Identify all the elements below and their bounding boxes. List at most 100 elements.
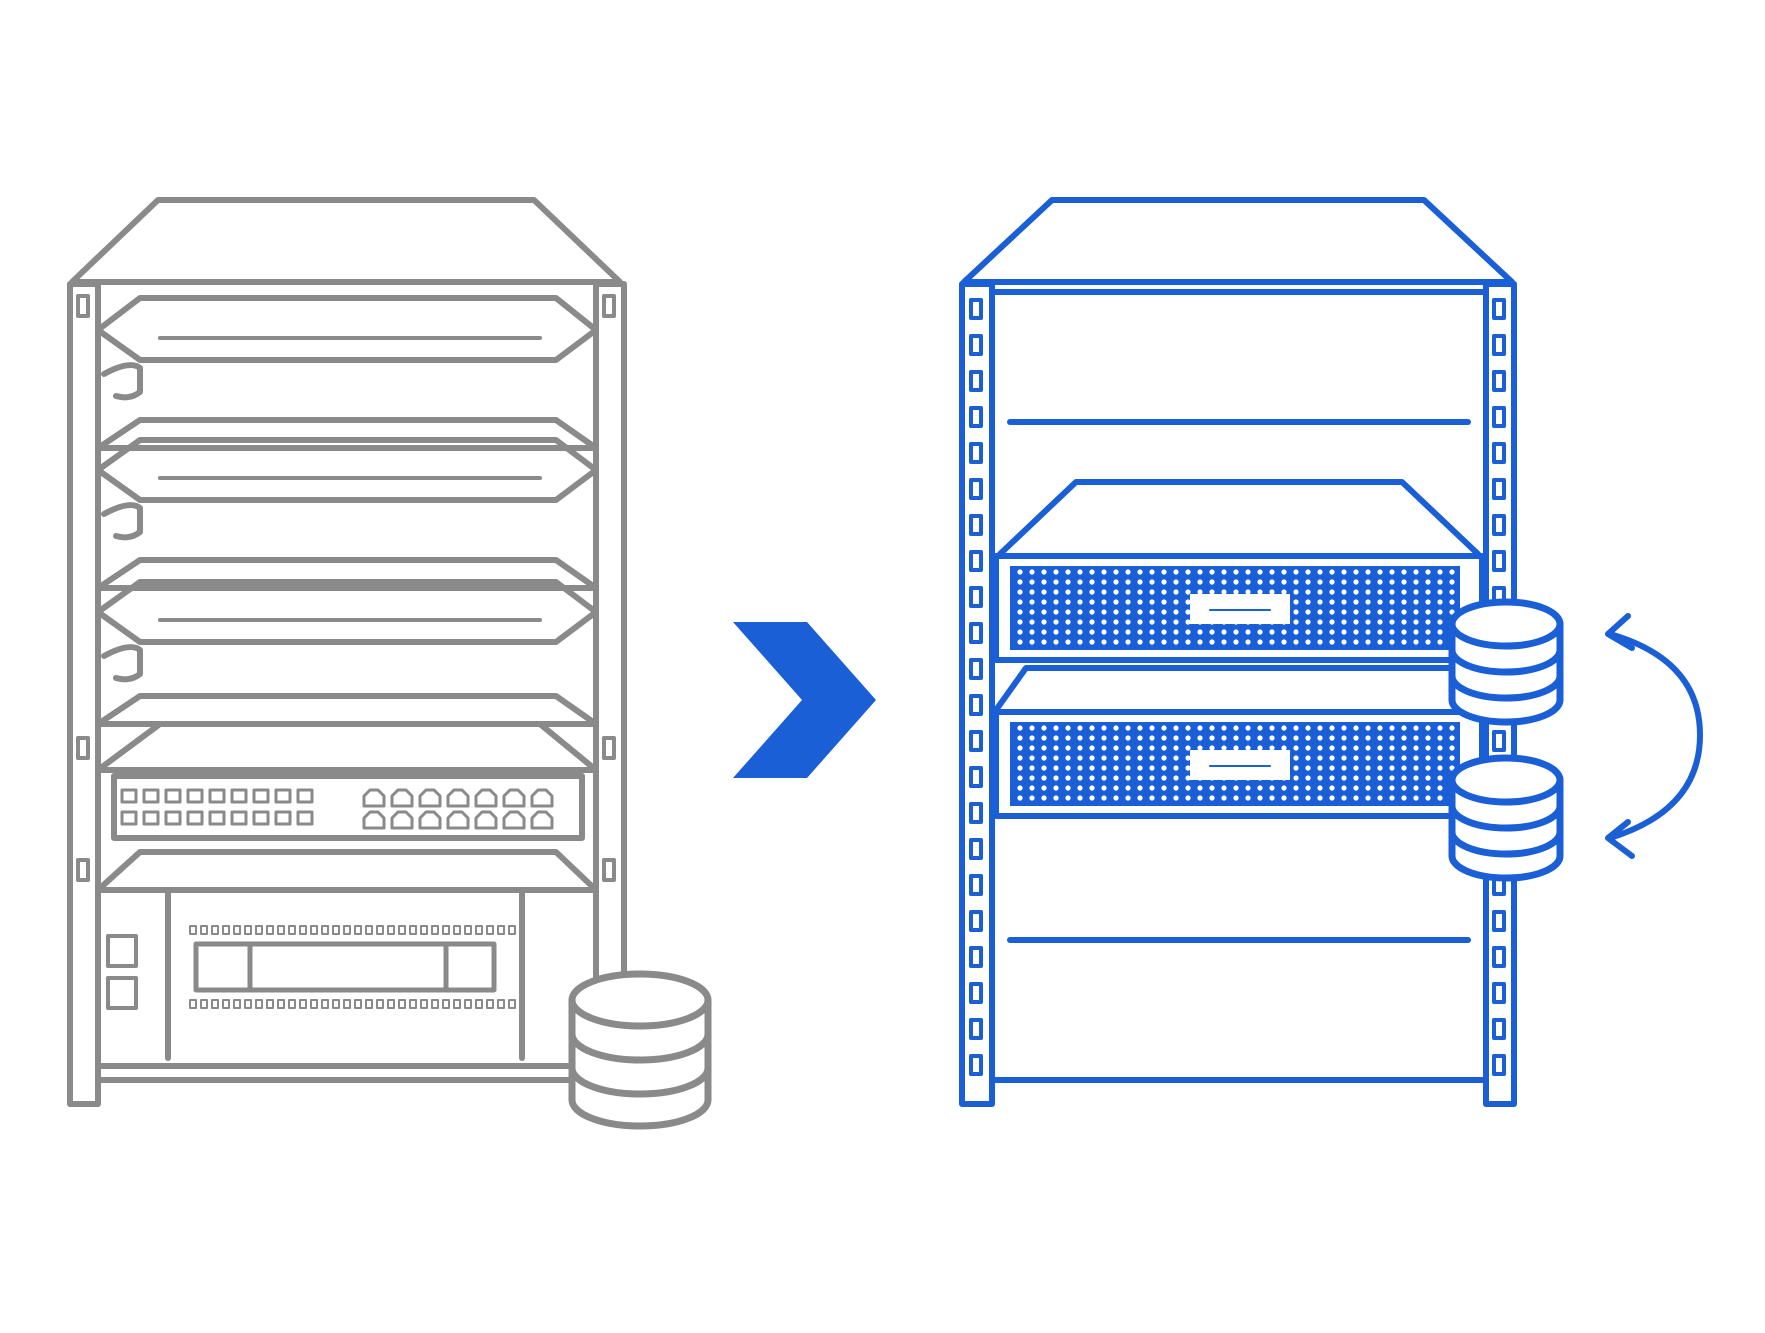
texture-dot: [1053, 639, 1059, 645]
texture-dot: [1125, 589, 1131, 595]
texture-dot: [1401, 735, 1407, 741]
texture-dot: [1113, 619, 1119, 625]
texture-dot: [1269, 579, 1275, 585]
texture-dot: [1125, 599, 1131, 605]
texture-dot: [1389, 629, 1395, 635]
texture-dot: [1221, 579, 1227, 585]
texture-dot: [1161, 745, 1167, 751]
texture-dot: [1269, 725, 1275, 731]
texture-dot: [1281, 639, 1287, 645]
texture-dot: [1029, 725, 1035, 731]
texture-dot: [1041, 785, 1047, 791]
texture-dot: [1209, 589, 1215, 595]
texture-dot: [1161, 569, 1167, 575]
texture-dot: [1293, 639, 1299, 645]
texture-dot: [1125, 785, 1131, 791]
rail-slot: [969, 622, 983, 644]
texture-dot: [1329, 629, 1335, 635]
texture-dot: [1377, 795, 1383, 801]
texture-dot: [1161, 765, 1167, 771]
texture-dot: [1413, 765, 1419, 771]
texture-dot: [1269, 795, 1275, 801]
storage-bay-dot: [310, 999, 318, 1009]
texture-dot: [1341, 745, 1347, 751]
texture-dot: [1389, 735, 1395, 741]
texture-dot: [1197, 589, 1203, 595]
switch-port: [120, 788, 138, 804]
texture-dot: [1113, 745, 1119, 751]
texture-dot: [1437, 619, 1443, 625]
texture-dot: [1137, 755, 1143, 761]
texture-dot: [1029, 589, 1035, 595]
texture-dot: [1389, 795, 1395, 801]
texture-dot: [1341, 795, 1347, 801]
texture-dot: [1365, 745, 1371, 751]
texture-dot: [1281, 579, 1287, 585]
rail-slot: [969, 982, 983, 1004]
storage-bay-dot: [409, 999, 417, 1009]
texture-dot: [1341, 589, 1347, 595]
texture-dot: [1257, 785, 1263, 791]
texture-dot: [1077, 795, 1083, 801]
texture-dot: [1113, 775, 1119, 781]
texture-dot: [1017, 785, 1023, 791]
texture-dot: [1413, 619, 1419, 625]
rail-slot: [969, 766, 983, 788]
texture-dot: [1281, 725, 1287, 731]
texture-dot: [1401, 795, 1407, 801]
texture-dot: [1113, 765, 1119, 771]
texture-dot: [1125, 629, 1131, 635]
texture-dot: [1173, 765, 1179, 771]
texture-dot: [1137, 619, 1143, 625]
texture-dot: [1257, 569, 1263, 575]
texture-dot: [1089, 609, 1095, 615]
texture-dot: [1437, 755, 1443, 761]
storage-bay-dot: [244, 925, 252, 935]
texture-dot: [1101, 795, 1107, 801]
texture-dot: [1101, 725, 1107, 731]
texture-dot: [1077, 609, 1083, 615]
texture-dot: [1353, 579, 1359, 585]
rail-slot: [969, 910, 983, 932]
texture-dot: [1449, 725, 1455, 731]
texture-dot: [1281, 735, 1287, 741]
texture-dot: [1329, 589, 1335, 595]
texture-dot: [1209, 785, 1215, 791]
texture-dot: [1413, 785, 1419, 791]
texture-dot: [1161, 619, 1167, 625]
texture-dot: [1329, 599, 1335, 605]
texture-dot: [1185, 629, 1191, 635]
texture-dot: [1017, 589, 1023, 595]
rail-slot: [969, 514, 983, 536]
texture-dot: [1425, 785, 1431, 791]
texture-dot: [1161, 785, 1167, 791]
texture-dot: [1437, 775, 1443, 781]
storage-bay-dot: [332, 925, 340, 935]
switch-port: [164, 810, 182, 826]
storage-bay-dot: [255, 999, 263, 1009]
texture-dot: [1209, 629, 1215, 635]
modern-rail-slots: [969, 298, 1506, 1076]
storage-bay-dot: [211, 925, 219, 935]
texture-dot: [1185, 795, 1191, 801]
texture-dot: [1413, 755, 1419, 761]
texture-dot: [1113, 785, 1119, 791]
texture-dot: [1101, 569, 1107, 575]
texture-dot: [1377, 579, 1383, 585]
texture-dot: [1281, 795, 1287, 801]
storage-bay-dot: [211, 999, 219, 1009]
texture-dot: [1101, 735, 1107, 741]
texture-dot: [1245, 785, 1251, 791]
texture-dot: [1077, 639, 1083, 645]
switch-port: [296, 810, 314, 826]
switch-uplink-port: [530, 788, 554, 808]
texture-dot: [1389, 775, 1395, 781]
bidirectional-curved-arrow-icon: [1605, 613, 1703, 859]
texture-dot: [1257, 795, 1263, 801]
texture-dot: [1209, 725, 1215, 731]
texture-dot: [1341, 765, 1347, 771]
storage-bay-dot: [398, 925, 406, 935]
texture-dot: [1089, 725, 1095, 731]
texture-dot: [1125, 735, 1131, 741]
storage-bay-dot: [376, 999, 384, 1009]
